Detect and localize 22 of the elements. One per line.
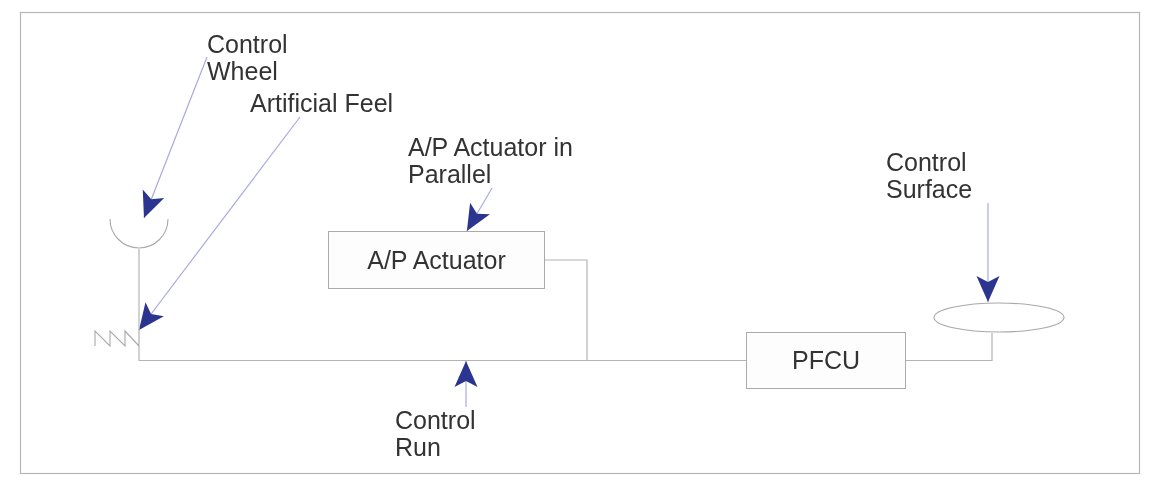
callout-label: Control Run bbox=[395, 407, 495, 461]
leader-arrow bbox=[466, 187, 493, 232]
leader-arrow bbox=[138, 116, 301, 331]
callout-label: Artificial Feel bbox=[250, 90, 405, 117]
linkage-line bbox=[905, 332, 993, 362]
linkage-line bbox=[586, 359, 747, 362]
node-label: A/P Actuator bbox=[367, 246, 506, 274]
leader-arrow bbox=[976, 202, 1000, 303]
callout-label: A/P Actuator in Parallel bbox=[408, 134, 588, 188]
node-label: PFCU bbox=[791, 347, 861, 374]
process-box bbox=[746, 332, 906, 389]
leader-arrow bbox=[454, 360, 478, 408]
linkage-line bbox=[138, 346, 588, 362]
linkage-line bbox=[544, 259, 588, 362]
callout-label: Control Surface bbox=[886, 149, 996, 203]
spring-symbol bbox=[94, 330, 140, 347]
callout-label: Control Wheel bbox=[207, 31, 307, 85]
wheel-symbol bbox=[109, 218, 169, 249]
process-box bbox=[328, 231, 545, 289]
linkage-line bbox=[138, 248, 140, 331]
ellipse-symbol bbox=[933, 302, 1065, 333]
leader-arrow bbox=[142, 56, 208, 219]
